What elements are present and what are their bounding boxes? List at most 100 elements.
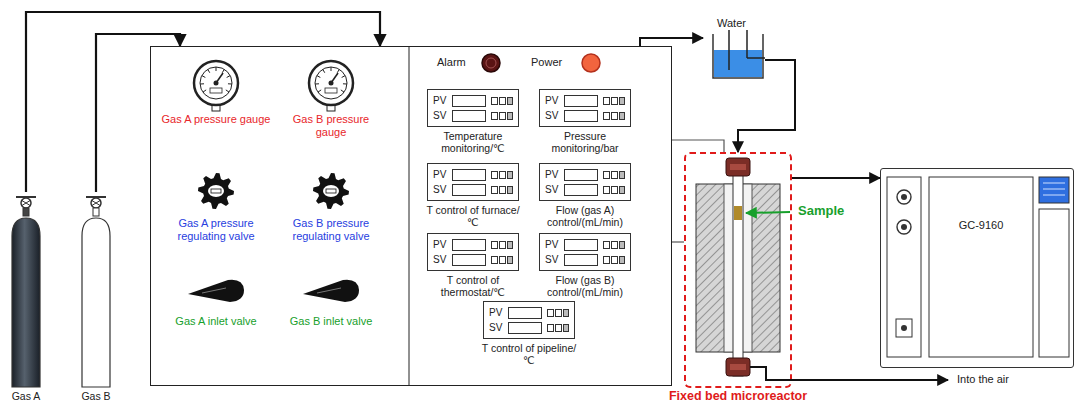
value-window [452,254,486,266]
outlet-label: Into the air [955,373,1011,385]
drawing-part [500,112,506,119]
drawing-part [303,280,359,302]
drawing-part [500,256,506,263]
drawing-part [508,97,513,104]
drawing-part [331,67,332,71]
display-row: SV [489,320,569,335]
drawing-part [896,319,912,337]
drawing-part [91,200,101,206]
drawing-part [202,76,206,78]
sample-bed [734,206,742,220]
drawing-part [317,288,341,293]
leader-arrow [746,212,790,213]
controller-display: PVSV [483,301,575,339]
display-tag: PV [433,95,450,106]
signal-wire [672,140,724,152]
drawing-part [747,57,765,59]
controller-unit: PVSVPressure monitoring/bar [533,89,637,154]
display-row: PV [545,237,625,252]
drawing-part [508,171,513,178]
drawing-part [216,67,217,71]
display-row: SV [545,182,625,197]
button-symbol [491,185,513,195]
drawing-part [318,90,321,92]
power-lamp [582,54,600,72]
button-symbol [603,111,625,121]
display-tag: PV [433,169,450,180]
drawing-part [188,280,244,302]
drawing-part [1043,183,1065,184]
drawing-part [612,186,618,193]
drawing-part [1039,177,1069,203]
drawing-part [93,208,99,216]
drawing-part [929,177,1033,357]
controller-unit: PVSV Flow (gas A) control/(mL/min) [533,163,637,228]
gauge-label: Gas B pressure gauge [276,113,386,139]
drawing-part [91,198,101,208]
gas-cylinder: Gas A [4,192,48,402]
value-window [564,239,598,251]
signal-wire [672,241,684,242]
drawing-part [548,324,554,331]
bubbler-label: Water [703,16,765,30]
drawing-part [897,220,911,234]
drawing-part [728,30,730,70]
drawing-part [337,69,339,72]
display-row: SV [433,252,513,267]
drawing-part [210,88,222,93]
display-tag: PV [433,239,450,250]
button-symbol [491,96,513,106]
water-bubbler: Water [703,16,765,82]
inlet-valve-symbol [188,280,244,302]
value-window [452,169,486,181]
drawing-part [508,186,513,193]
drawing-part [409,47,410,385]
drawing-part [486,58,496,68]
drawing-part [21,200,31,206]
drawing-part [329,81,334,86]
controller-unit: PVSVTemperature monitoring/℃ [421,89,525,154]
controller-display: PVSV [539,163,631,201]
drawing-part [612,112,618,119]
instrument-label: GC-9160 [929,219,1033,231]
indicator-label: Alarm [437,56,466,69]
controller-unit: PVSVT control of pipeline/℃ [477,301,581,366]
cylinder-drawing [74,192,118,388]
drawing-part [222,69,224,72]
display-tag: PV [545,95,562,106]
button-symbol [491,255,513,265]
drawing-part [508,256,513,263]
gas-line [792,177,880,179]
drawing-part [612,241,618,248]
indicator-label: Power [531,56,562,69]
drawing-part [714,50,762,77]
drawing-part [202,288,226,293]
controller-label: Flow (gas A) control/(mL/min) [533,204,637,228]
valve-label: Gas B pressure regulating valve [276,217,386,243]
controller-unit: PVSVT control of furnace/℃ [421,163,525,228]
drawing-part [564,309,569,316]
drawing-part [733,160,743,376]
value-window [564,184,598,196]
controller-label: Temperature monitoring/℃ [421,130,525,154]
display-row: PV [489,305,569,320]
drawing-part [326,189,336,193]
controller-unit: PVSVFlow (gas B) control/(mL/min) [533,233,637,298]
drawing-part [325,88,337,93]
button-symbol [603,96,625,106]
button-symbol [603,185,625,195]
drawing-part [23,208,29,216]
controller-unit: PVSVT control of thermostat/℃ [421,233,525,298]
drawing-part [315,67,347,99]
drawing-part [612,97,618,104]
drawing-part [1043,195,1065,196]
display-tag: SV [545,184,562,195]
drawing-part [1043,189,1065,190]
display-tag: SV [545,110,562,121]
gas-cylinder: Gas B [74,192,118,402]
gas-line [640,38,703,46]
valve-label: Gas A pressure regulating valve [161,217,271,243]
inlet-valve-symbol [303,280,359,302]
button-symbol [491,240,513,250]
drawing-part [315,83,319,84]
